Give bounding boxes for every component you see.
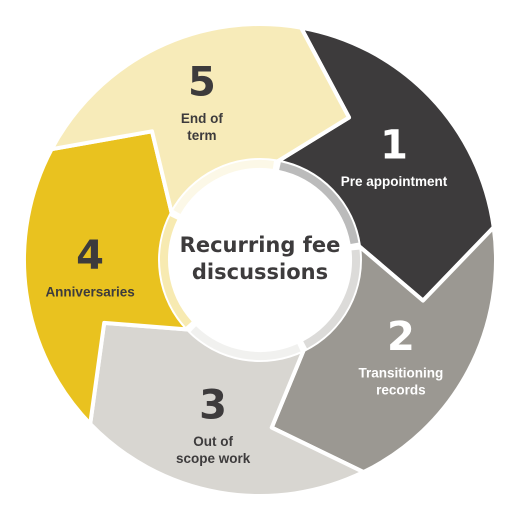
segment-3-label-line-2: scope work (176, 451, 251, 466)
segment-5-label-line-1: End of (181, 111, 223, 126)
segment-1 (275, 25, 496, 303)
ring-arc-2 (303, 249, 361, 349)
segment-1-number: 1 (380, 122, 408, 168)
segment-1-label-line-1: Pre appointment (341, 174, 448, 189)
center-circle (172, 172, 348, 348)
center-title-line-1: Recurring fee (180, 233, 341, 257)
segment-5 (49, 22, 351, 216)
segment-3 (88, 320, 366, 498)
segment-3-label-line-1: Out of (193, 434, 233, 449)
segment-4-number: 4 (76, 233, 104, 279)
segment-5-label-line-2: term (187, 128, 216, 143)
segment-2-label-line-2: records (376, 383, 426, 398)
segment-4-label-line-1: Anniversaries (45, 284, 134, 299)
ring-arc-3 (190, 326, 301, 360)
segment-5-number: 5 (188, 59, 216, 105)
ring-arc-5 (173, 160, 274, 215)
ring-arc-4 (160, 216, 192, 327)
segment-4 (22, 129, 191, 426)
segment-2 (269, 225, 498, 475)
segment-2-number: 2 (387, 314, 415, 360)
ring-arc-1 (279, 162, 359, 245)
segment-2-label-line-1: Transitioning (359, 366, 444, 381)
segment-3-number: 3 (199, 382, 227, 428)
center-title-line-2: discussions (192, 260, 328, 284)
